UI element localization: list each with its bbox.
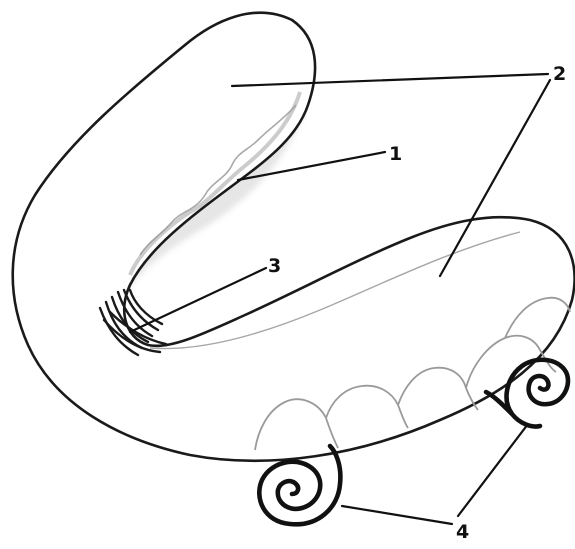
callout-4: 4 (456, 521, 469, 543)
callout-2: 2 (553, 63, 566, 85)
leader-4-right (458, 424, 528, 516)
callout-3: 3 (268, 255, 281, 277)
callout-1: 1 (389, 143, 402, 165)
leader-4-left (342, 506, 452, 524)
